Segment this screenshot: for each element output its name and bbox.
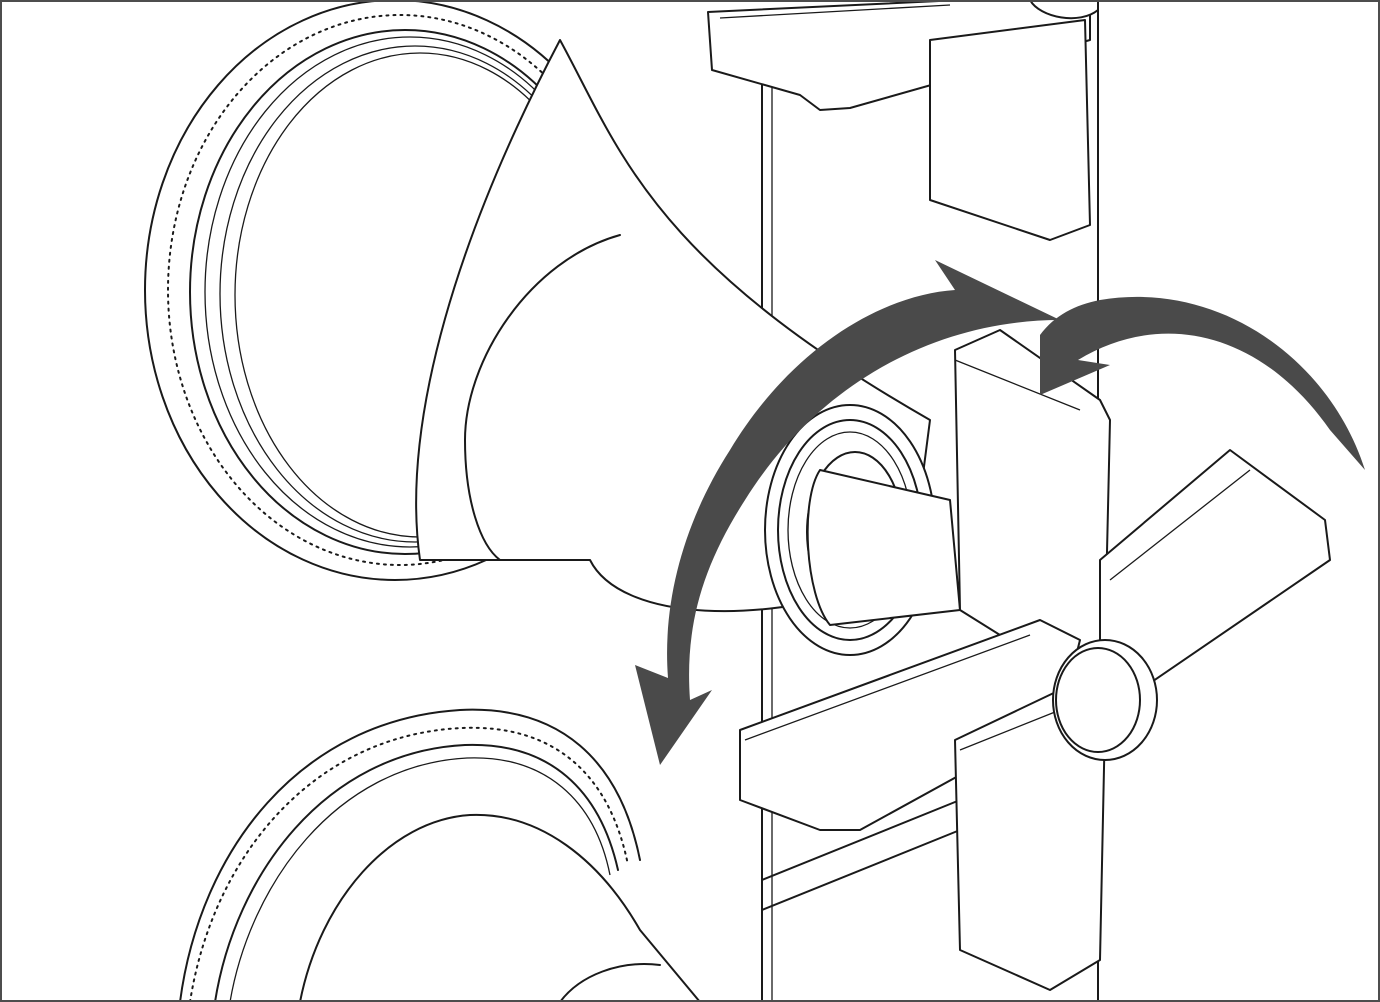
main-cross-handle: [739, 329, 1331, 991]
rotate-top-arrow-icon: [1040, 296, 1365, 470]
rotate-counterclockwise-icon: [635, 260, 1060, 765]
upper-cross-handle: [707, 0, 1099, 241]
valve-stem: [806, 469, 961, 626]
lower-knurled-flange: [179, 708, 701, 1002]
